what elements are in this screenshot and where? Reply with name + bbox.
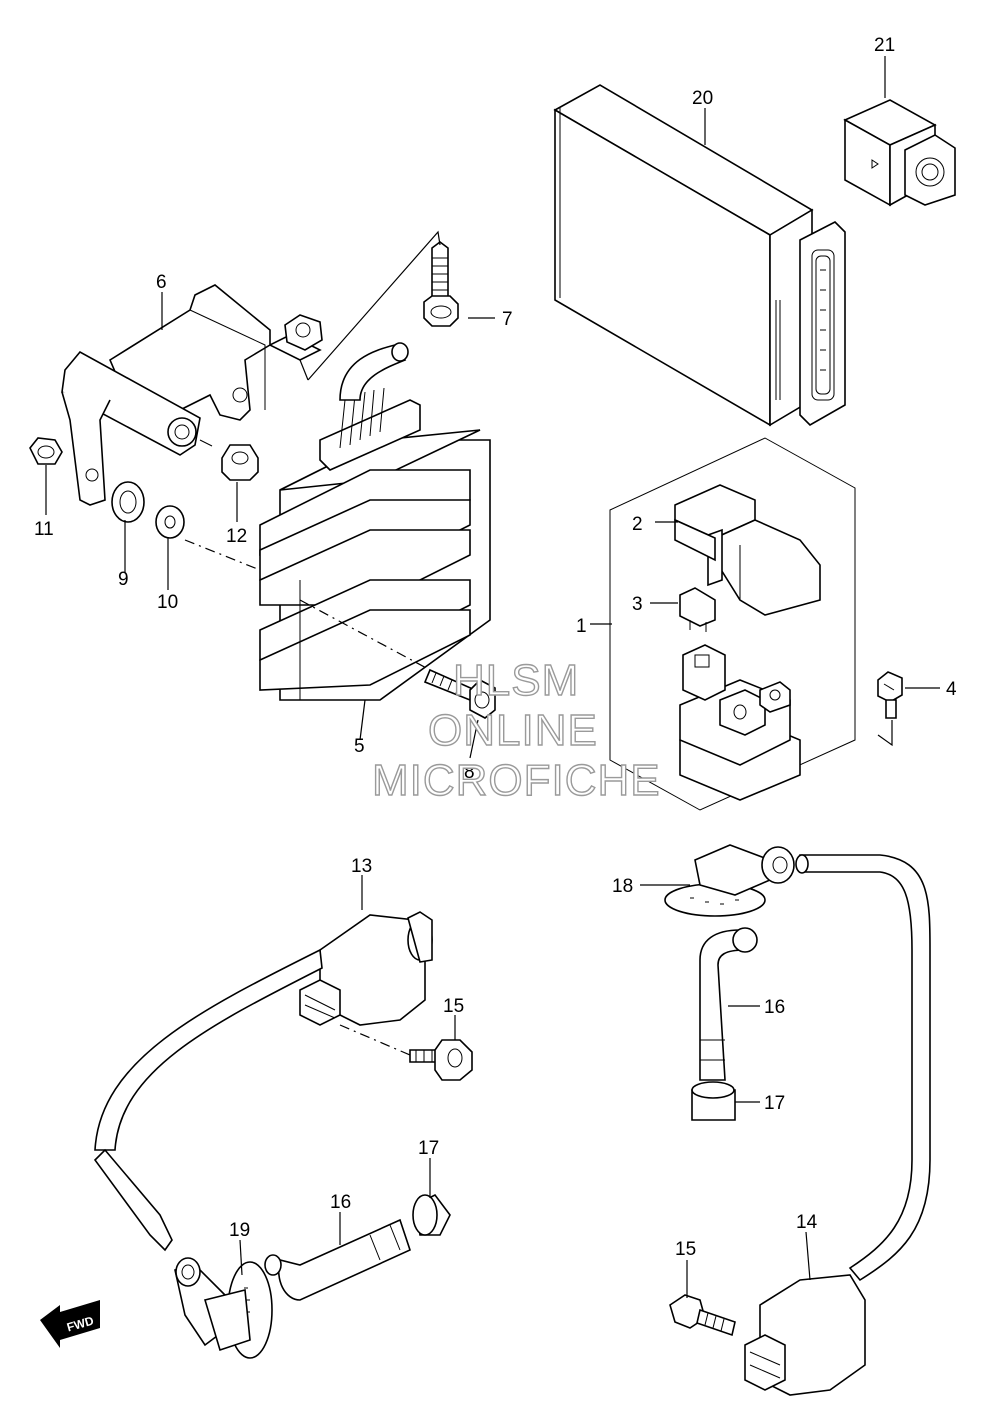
callout-17a: 17: [418, 1138, 439, 1159]
assembly-line-5: [339, 1024, 411, 1056]
part-9-grommet[interactable]: [111, 481, 145, 523]
watermark-line-3: MICROFICHE: [372, 756, 661, 805]
part-8-bolt[interactable]: [423, 668, 496, 719]
part-19-plug-cap[interactable]: [174, 1257, 273, 1359]
callout-19: 19: [229, 1220, 250, 1241]
callout-14: 14: [796, 1212, 818, 1233]
watermark-line-1: HLSM: [453, 656, 579, 705]
callout-18: 18: [612, 876, 633, 897]
part-14-ignition-coil[interactable]: [744, 854, 931, 1396]
fwd-arrow-icon: FWD: [40, 1300, 100, 1348]
part-15b-bolt[interactable]: [669, 1294, 736, 1337]
callout-21: 21: [874, 35, 895, 56]
callout-12: 12: [226, 526, 247, 547]
part-16a-boot[interactable]: [264, 1218, 411, 1301]
part-16b-boot[interactable]: [699, 927, 758, 1081]
part-17a-cap[interactable]: [412, 1193, 451, 1236]
part-17b-cap[interactable]: [691, 1081, 736, 1121]
assembly-line-2: [299, 599, 431, 671]
callout-1: 1: [576, 616, 587, 637]
part-1-starter-relay-assembly[interactable]: [609, 437, 856, 811]
callout-7: 7: [502, 309, 513, 330]
assembly-line-3: [307, 230, 441, 381]
assembly-line-1: [184, 539, 261, 571]
callout-9: 9: [118, 569, 129, 590]
part-18-plug-cap[interactable]: [664, 844, 795, 917]
part-13-ignition-coil[interactable]: [93, 911, 433, 1252]
callout-3: 3: [632, 594, 643, 615]
watermark-line-2: ONLINE: [428, 706, 598, 755]
part-12-nut[interactable]: [221, 444, 259, 481]
callout-16a: 16: [330, 1192, 351, 1213]
callout-15b: 15: [675, 1239, 696, 1260]
callout-16b: 16: [764, 997, 785, 1018]
part-2-cover[interactable]: [674, 484, 821, 616]
part-4-screw[interactable]: [877, 671, 903, 747]
callout-4: 4: [946, 679, 957, 700]
assembly-line-4: [299, 359, 309, 381]
part-21-relay[interactable]: [843, 99, 956, 207]
callout-10: 10: [157, 592, 178, 613]
callout-labels: 1 2 3 4 5 6 7 8 9 10 11 12 13 14 15 15 1…: [34, 35, 957, 1260]
callout-6: 6: [156, 272, 167, 293]
callout-17b: 17: [764, 1093, 785, 1114]
starter-relay-body[interactable]: [679, 644, 801, 801]
callout-13: 13: [351, 856, 372, 877]
watermark: HLSM ONLINE MICROFICHE: [371, 655, 661, 805]
part-15a-bolt[interactable]: [409, 1039, 473, 1081]
callout-2: 2: [632, 514, 643, 535]
part-3-fuse[interactable]: [679, 587, 716, 632]
part-6-bracket[interactable]: [61, 284, 323, 506]
leader-lines: [45, 56, 940, 1298]
part-20-ecm[interactable]: [553, 84, 846, 427]
callout-8: 8: [464, 762, 475, 783]
callout-15a: 15: [443, 996, 464, 1017]
part-7-bolt[interactable]: [423, 241, 459, 327]
callout-11: 11: [34, 519, 54, 540]
part-11-nut[interactable]: [29, 437, 63, 465]
callout-20: 20: [692, 88, 713, 109]
callout-5: 5: [354, 736, 365, 757]
part-5-regulator[interactable]: [259, 342, 491, 701]
part-10-washer[interactable]: [155, 505, 185, 539]
